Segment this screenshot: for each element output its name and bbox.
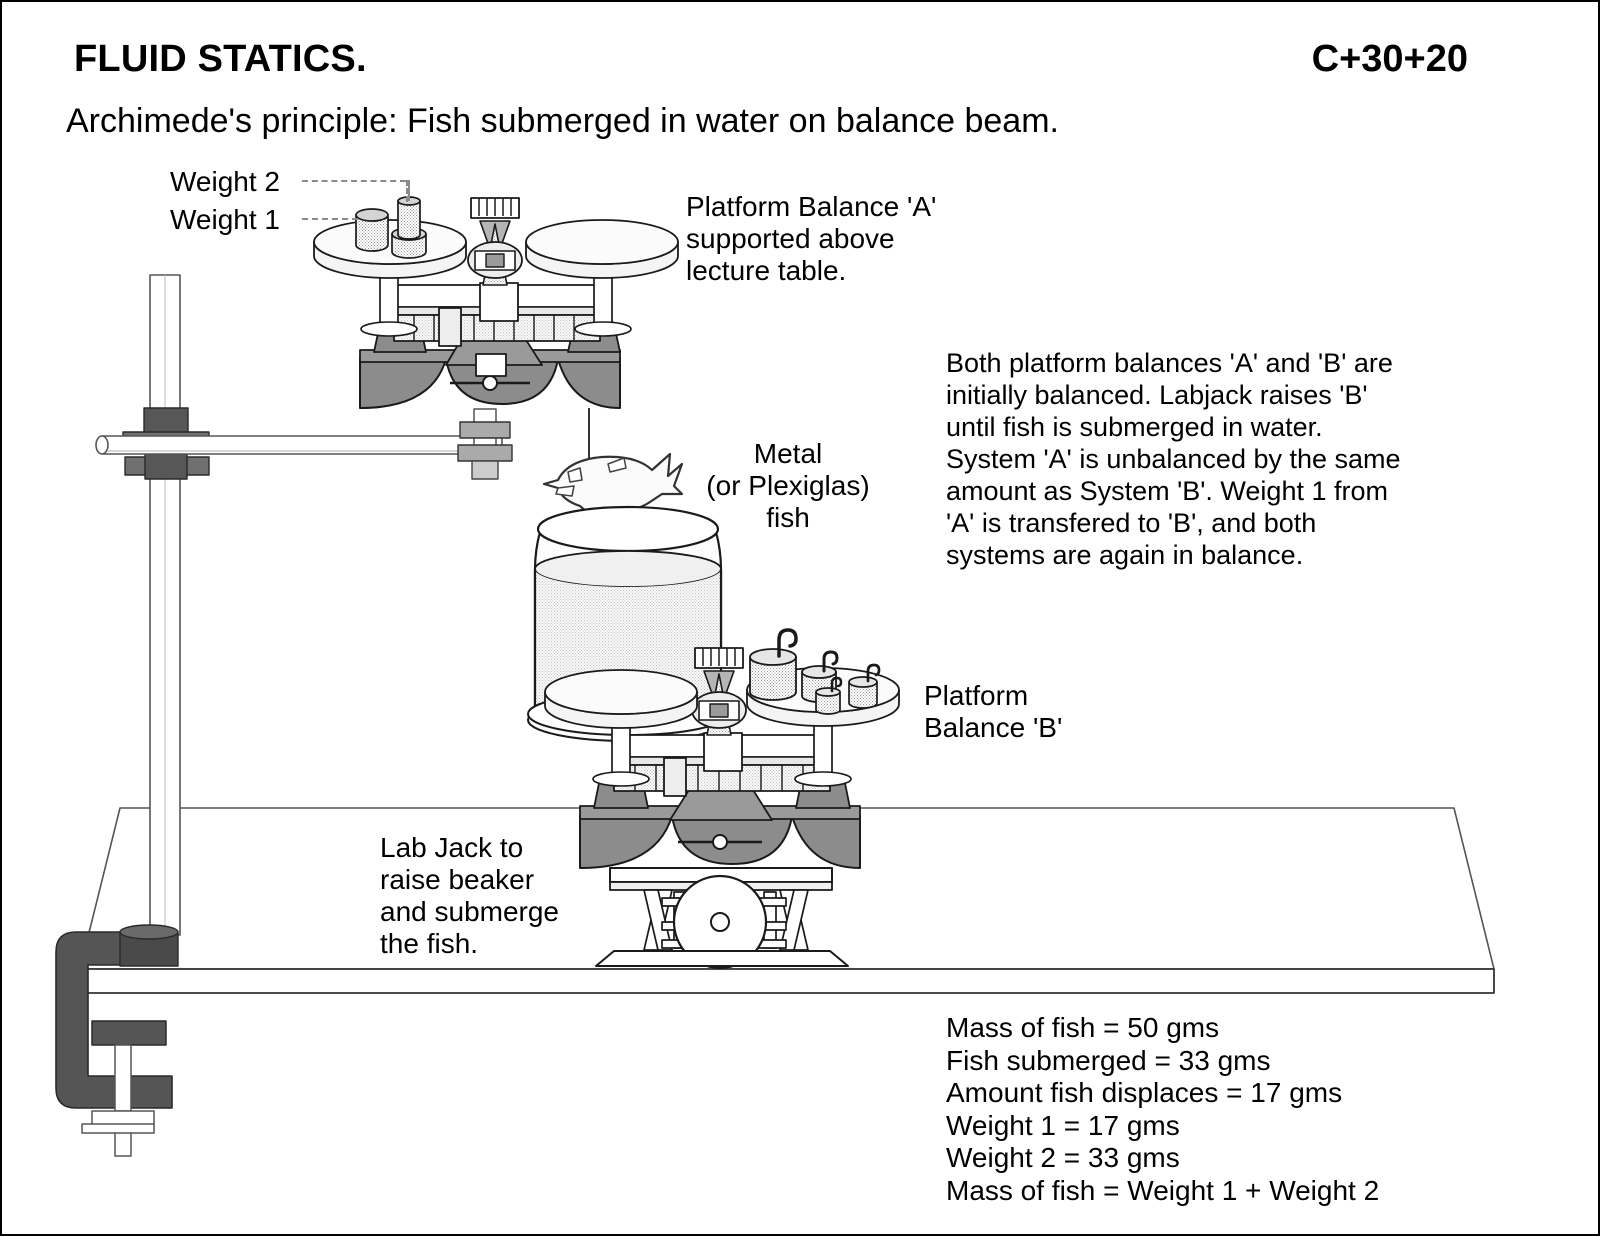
data-line: Weight 2 = 33 gms bbox=[946, 1142, 1180, 1173]
balance-b-left-pan bbox=[544, 669, 698, 729]
balance-a-left-pan bbox=[313, 219, 467, 279]
weight2-leader-drop bbox=[406, 180, 408, 202]
label-metal-fish: Metal (or Plexiglas) fish bbox=[688, 438, 888, 534]
label-labjack-line3: and submerge bbox=[380, 896, 560, 927]
label-platform-balance-b: Platform Balance 'B' bbox=[924, 680, 1062, 744]
lab-jack bbox=[595, 867, 849, 970]
paragraph-line-4: System 'A' is unbalanced by the same bbox=[946, 444, 1401, 474]
data-line: Mass of fish = 50 gms bbox=[946, 1012, 1220, 1043]
label-balance-a-line1: Platform Balance 'A' bbox=[686, 191, 937, 222]
support-rod bbox=[149, 274, 181, 936]
measurement-data-block: Mass of fish = 50 gms Fish submerged = 3… bbox=[946, 1012, 1379, 1207]
label-balance-b-line2: Balance 'B' bbox=[924, 712, 1063, 743]
label-weight-1: Weight 1 bbox=[170, 204, 280, 235]
label-fish-line1: Metal bbox=[753, 438, 823, 469]
label-lab-jack: Lab Jack to raise beaker and submerge th… bbox=[380, 832, 559, 960]
paragraph-line-6: 'A' is transfered to 'B', and both bbox=[946, 508, 1317, 538]
slotted-weights bbox=[749, 628, 881, 715]
platform-balance-a bbox=[313, 180, 679, 480]
label-platform-balance-a: Platform Balance 'A' supported above lec… bbox=[686, 191, 936, 287]
label-balance-a-line3: lecture table. bbox=[686, 255, 847, 286]
fish-assembly bbox=[542, 408, 684, 524]
demo-code: C+30+20 bbox=[1311, 38, 1468, 80]
paragraph-line-1: Both platform balances 'A' and 'B' are bbox=[946, 348, 1393, 378]
platform-balance-b bbox=[544, 628, 900, 869]
label-labjack-line2: raise beaker bbox=[380, 864, 535, 895]
paragraph-line-5: amount as System 'B'. Weight 1 from bbox=[946, 476, 1388, 506]
label-fish-line2: (or Plexiglas) bbox=[706, 470, 870, 501]
paragraph-line-7: systems are again in balance. bbox=[946, 540, 1304, 570]
paragraph-line-3: until fish is submerged in water. bbox=[946, 412, 1323, 442]
label-fish-line3: fish bbox=[766, 502, 810, 533]
weight-1-object bbox=[355, 208, 389, 252]
page-title: FLUID STATICS. bbox=[74, 38, 367, 80]
weight-2-object bbox=[391, 180, 427, 259]
data-line: Amount fish displaces = 17 gms bbox=[946, 1077, 1343, 1108]
label-labjack-line1: Lab Jack to bbox=[380, 832, 524, 863]
balance-a-mount bbox=[457, 408, 513, 480]
fish-icon bbox=[542, 452, 684, 524]
paragraph-line-2: initially balanced. Labjack raises 'B' bbox=[946, 380, 1368, 410]
label-balance-b-line1: Platform bbox=[924, 680, 1029, 711]
data-line: Weight 1 = 17 gms bbox=[946, 1109, 1180, 1141]
balance-a-right-pan bbox=[525, 219, 679, 279]
explanation-paragraph: Both platform balances 'A' and 'B' are i… bbox=[946, 347, 1504, 571]
weight1-leader-line bbox=[302, 218, 358, 220]
data-line: Mass of fish = Weight 1 + Weight 2 bbox=[946, 1174, 1380, 1206]
c-clamp bbox=[55, 924, 179, 1157]
data-line: Fish submerged = 33 gms bbox=[946, 1044, 1271, 1076]
label-balance-a-line2: supported above bbox=[686, 223, 895, 254]
label-weight-2: Weight 2 bbox=[170, 166, 280, 197]
balance-b-pointer bbox=[691, 647, 747, 736]
balance-a-pointer bbox=[467, 197, 523, 286]
label-labjack-line4: the fish. bbox=[380, 928, 479, 959]
horizontal-rod bbox=[95, 435, 503, 455]
weight2-leader-line bbox=[302, 180, 406, 182]
page-subtitle: Archimede's principle: Fish submerged in… bbox=[66, 102, 1059, 140]
